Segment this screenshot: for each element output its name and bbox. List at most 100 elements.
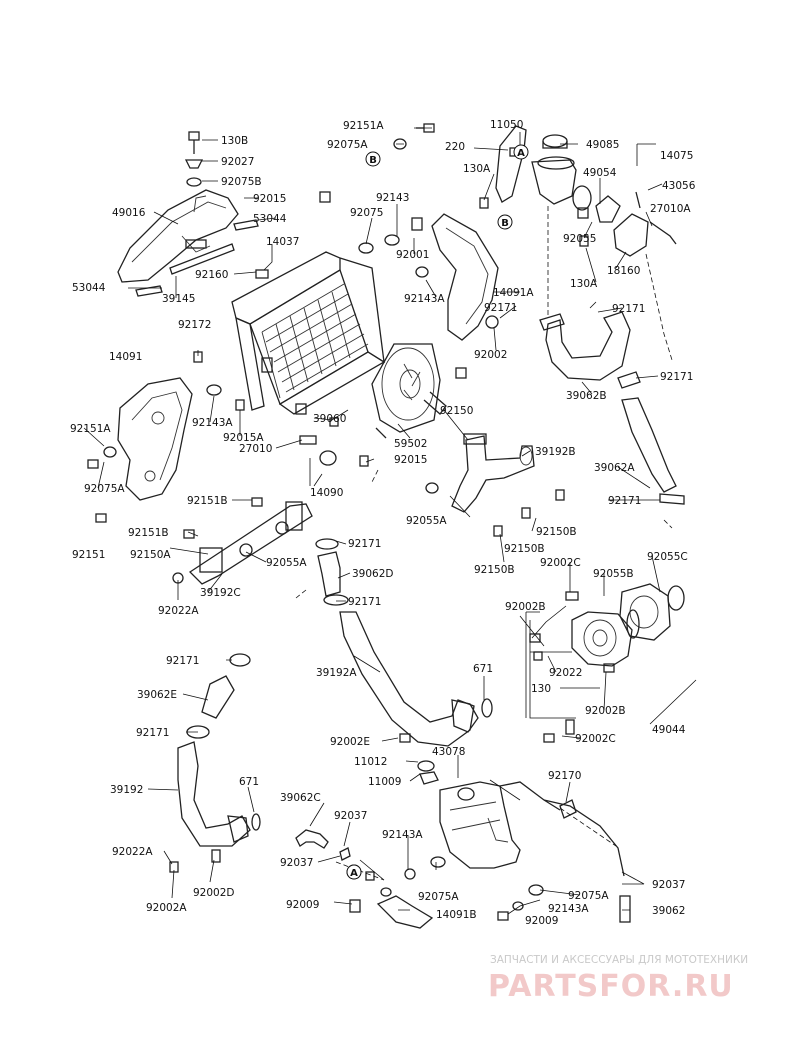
radiator-39060 [231, 251, 386, 415]
label-92002a: 92002A [146, 902, 187, 914]
label-92055a-mid: 92055A [406, 515, 447, 527]
clamp-92171-c [229, 653, 251, 667]
bolt-130b [184, 131, 204, 187]
label-92143a-right: 92143A [548, 903, 589, 915]
label-92009-a: 92009 [286, 899, 319, 911]
breather-39062 [619, 895, 631, 923]
label-92150b-c: 92150B [474, 564, 515, 576]
label-49044: 49044 [652, 724, 686, 736]
label-92150: 92150 [440, 405, 473, 417]
label-92055-top: 92055 [563, 233, 596, 245]
reservoir-43078 [417, 760, 561, 869]
label-92037-a: 92037 [334, 810, 367, 822]
label-671-lower: 671 [239, 776, 259, 788]
label-92075b: 92075B [221, 176, 262, 188]
label-14037: 14037 [266, 236, 299, 248]
shroud-14091 [117, 377, 193, 501]
svg-text:B: B [369, 155, 377, 166]
label-92075a-right: 92075A [568, 890, 609, 902]
clamp-upper-c [659, 493, 685, 505]
pipe-39192 [177, 741, 251, 847]
clamp-upper-b [617, 371, 641, 389]
label-671-mid: 671 [473, 663, 493, 675]
label-39145: 39145 [162, 293, 195, 305]
label-92009-b: 92009 [525, 915, 558, 927]
pipe-end-39192a [451, 699, 479, 733]
dashed-connectors [295, 206, 673, 881]
label-27010a: 27010A [650, 203, 691, 215]
fasteners [87, 123, 589, 921]
label-92055c: 92055C [647, 551, 688, 563]
label-92171-right-3: 92171 [608, 495, 641, 507]
label-92171-right: 92171 [612, 303, 645, 315]
leader-lines [83, 127, 697, 915]
hose-39062b [545, 311, 631, 381]
pipe-39192c [188, 501, 313, 585]
label-92022a-top: 92022A [158, 605, 199, 617]
label-130a-right: 130A [570, 278, 598, 290]
label-92001: 92001 [396, 249, 429, 261]
water-pump-49044 [571, 583, 685, 673]
label-39192b: 39192B [535, 446, 576, 458]
label-92171-mid-2: 92171 [348, 596, 381, 608]
hose-39062c [295, 829, 329, 849]
label-92151: 92151 [72, 549, 105, 561]
label-92002b-top: 92002B [505, 601, 546, 613]
label-92075a-top: 92075A [327, 139, 368, 151]
label-92143: 92143 [376, 192, 409, 204]
label-39192c: 39192C [200, 587, 241, 599]
label-92151a-top: 92151A [343, 120, 384, 132]
label-92075a-lower: 92075A [418, 891, 459, 903]
o-ring-671-b [251, 813, 261, 831]
label-39062e: 39062E [137, 689, 177, 701]
label-130b: 130B [221, 135, 248, 147]
label-53044-top: 53044 [253, 213, 287, 225]
svg-text:A: A [350, 868, 358, 879]
label-92075a-left: 92075A [84, 483, 125, 495]
label-39062a: 39062A [594, 462, 635, 474]
label-39062b: 39062B [566, 390, 607, 402]
bracket-14091b [376, 895, 434, 929]
label-92151b-a: 92151B [187, 495, 228, 507]
hose-39062e [201, 675, 235, 719]
callout-b-1: B [365, 151, 381, 167]
label-92002d: 92002D [193, 887, 235, 899]
label-92002c-top: 92002C [540, 557, 581, 569]
bracket-lines [519, 611, 545, 718]
label-14075: 14075 [660, 150, 693, 162]
label-11009: 11009 [368, 776, 401, 788]
label-92055b: 92055B [593, 568, 634, 580]
label-92075-mid: 92075 [350, 207, 383, 219]
label-59502: 59502 [394, 438, 427, 450]
label-92037-b: 92037 [280, 857, 313, 869]
watermark-brand: PARTSFOR.RU [488, 969, 734, 1004]
label-49054: 49054 [583, 167, 617, 179]
label-53044-bottom: 53044 [72, 282, 106, 294]
label-92160: 92160 [195, 269, 228, 281]
label-39062: 39062 [652, 905, 685, 917]
label-92171-lower-2: 92171 [136, 727, 169, 739]
label-92015a: 92015A [223, 432, 264, 444]
label-92055a-left: 92055A [266, 557, 307, 569]
label-49085: 49085 [586, 139, 619, 151]
watermark: ЗАПЧАСТИ И АКСЕССУАРЫ ДЛЯ МОТОТЕХНИКИ PA… [488, 954, 748, 1004]
label-39192: 39192 [110, 784, 143, 796]
label-92002b-pump: 92002B [585, 705, 626, 717]
o-ring-671-a [481, 698, 493, 718]
label-14091: 14091 [109, 351, 142, 363]
label-27010: 27010 [239, 443, 272, 455]
label-92151b-b: 92151B [128, 527, 169, 539]
fan-59502 [371, 343, 447, 439]
label-92171-mid: 92171 [348, 538, 381, 550]
svg-text:A: A [517, 148, 525, 159]
label-11012: 11012 [354, 756, 387, 768]
label-92143a-lower: 92143A [382, 829, 423, 841]
label-49016: 49016 [112, 207, 146, 219]
thermostat-housing [495, 125, 677, 257]
label-14091a: 14091A [493, 287, 534, 299]
label-14090: 14090 [310, 487, 343, 499]
pipe-39192b [451, 433, 535, 513]
clamp-92171-a [315, 538, 339, 550]
label-92022-pump: 92022 [549, 667, 582, 679]
